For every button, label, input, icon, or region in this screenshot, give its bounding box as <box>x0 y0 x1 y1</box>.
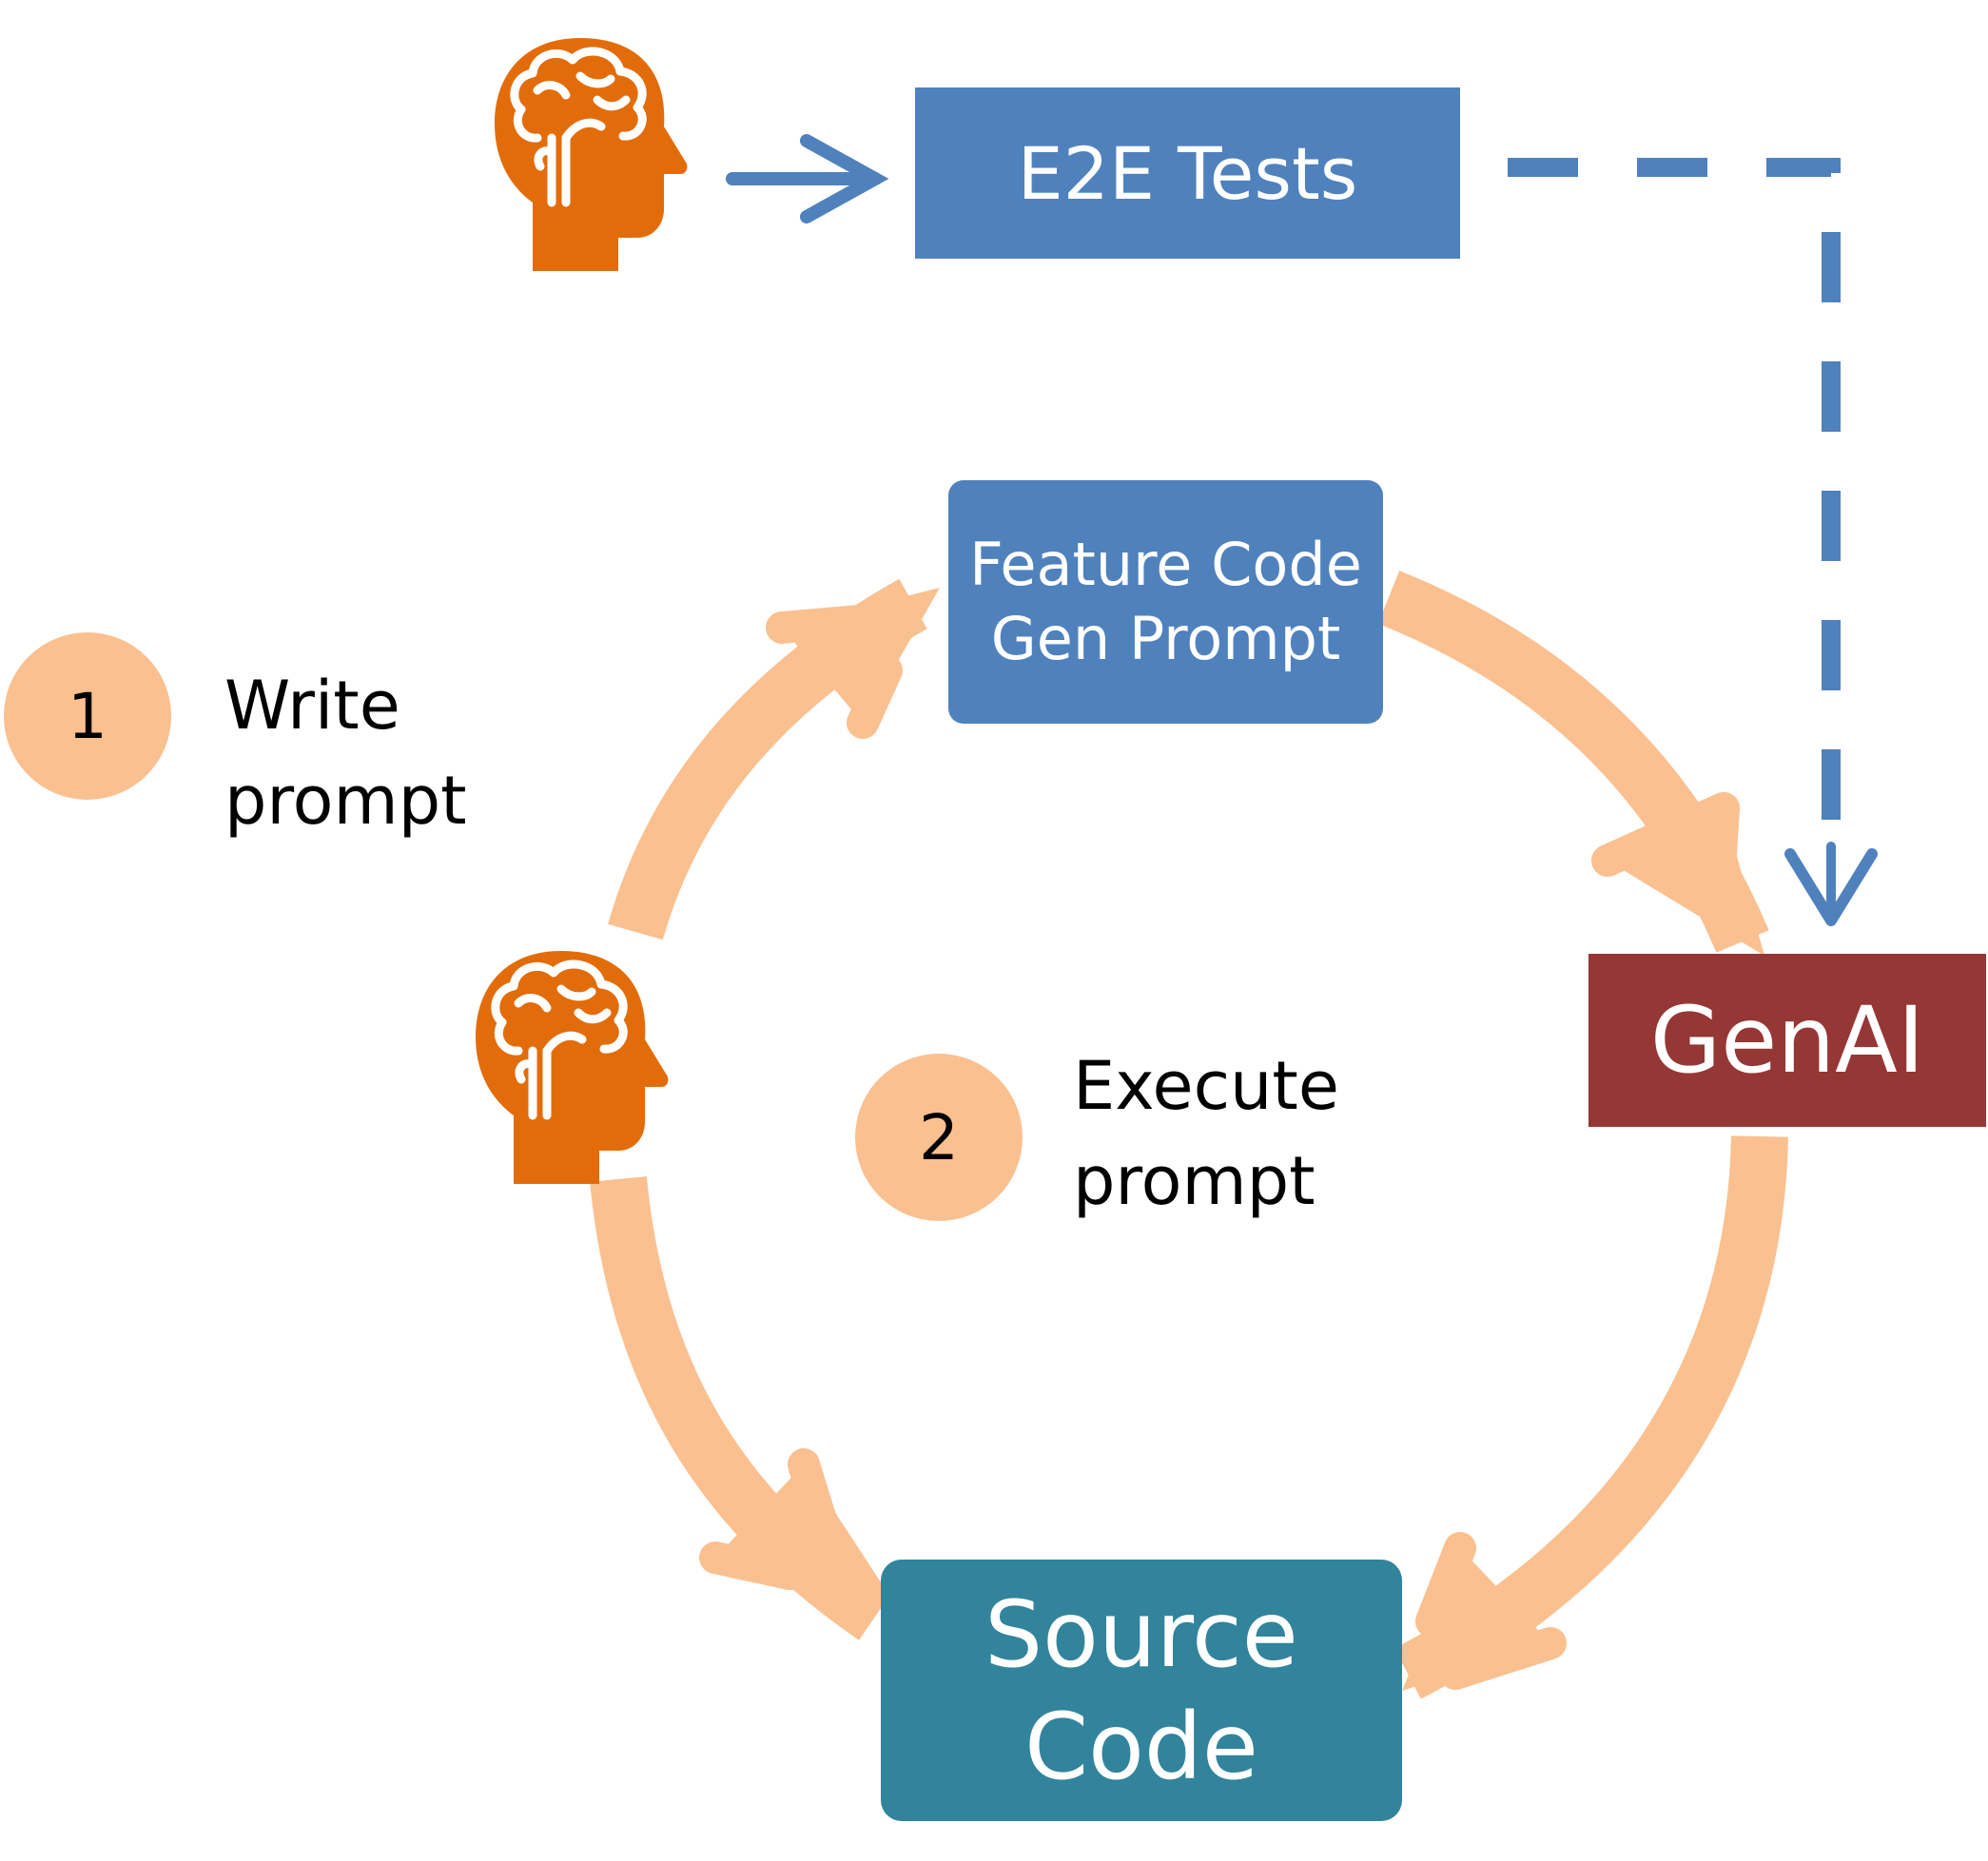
cycle-arrow-head-to-source <box>590 1176 892 1640</box>
dashed-arrow-e2e-to-genai <box>1508 158 1878 926</box>
cycle-arrow-head-to-feature <box>608 578 940 940</box>
arrow-head-to-e2e <box>726 134 889 223</box>
genai-label: GenAI <box>1649 987 1925 1094</box>
source-code-line-2: Code <box>1024 1693 1258 1800</box>
step-2-label-line-1: Execute <box>1073 1047 1339 1125</box>
step-1-badge: 1 <box>4 632 171 800</box>
step-1-label-line-2: prompt <box>224 762 467 840</box>
e2e-tests-label: E2E Tests <box>1017 130 1358 216</box>
brain-head-icon <box>495 38 687 271</box>
feature-prompt-line-2: Gen Prompt <box>990 604 1341 673</box>
step-2-badge: 2 <box>855 1054 1023 1221</box>
source-code-line-1: Source <box>984 1580 1298 1688</box>
e2e-tests-box: E2E Tests <box>915 87 1460 259</box>
feature-prompt-line-1: Feature Code <box>969 530 1362 599</box>
cycle-arrow-feature-to-genai <box>1377 571 1769 956</box>
step-2-label-line-2: prompt <box>1073 1142 1316 1220</box>
step-1-number: 1 <box>68 679 107 753</box>
step-2-label: Execute prompt <box>1073 1038 1339 1229</box>
feature-prompt-box: Feature Code Gen Prompt <box>948 480 1383 724</box>
brain-head-icon <box>476 951 668 1184</box>
step-2-number: 2 <box>919 1100 959 1174</box>
cycle-arrow-genai-to-source <box>1394 1135 1788 1699</box>
genai-box: GenAI <box>1588 954 1986 1127</box>
step-1-label-line-1: Write <box>224 667 400 745</box>
source-code-box: Source Code <box>881 1560 1402 1821</box>
step-1-label: Write prompt <box>224 658 467 848</box>
